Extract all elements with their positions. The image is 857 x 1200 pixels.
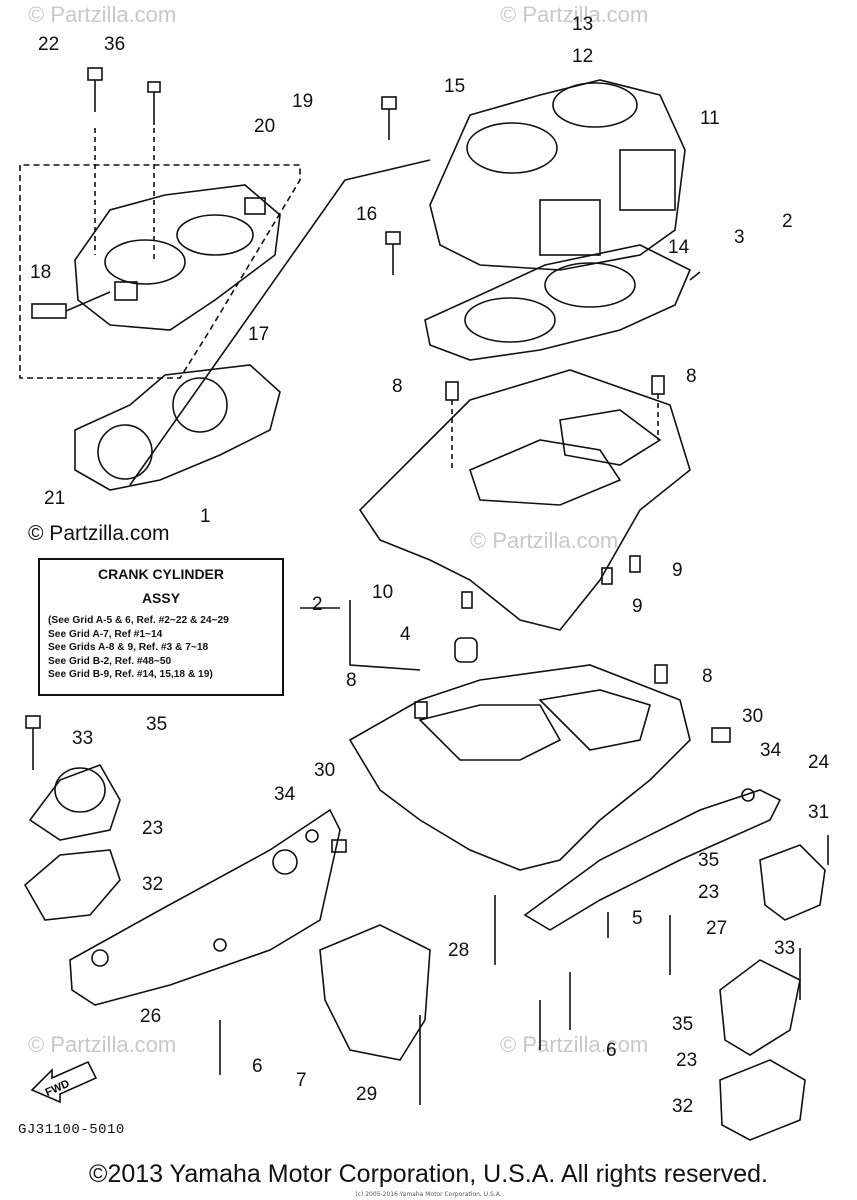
watermark-group: © Partzilla.com © Partzilla.com © Partzi…: [28, 2, 648, 1057]
callout-13: 13: [572, 14, 593, 35]
fwd-label: FWD: [44, 1078, 72, 1099]
callout-2: 2: [782, 211, 793, 232]
callout-22: 22: [38, 34, 59, 55]
callout-5: 28: [448, 940, 469, 961]
upper-crankcase: [358, 369, 691, 631]
assembly-title: CRANK CYLINDER: [98, 566, 224, 582]
fwd-arrow: [30, 1060, 98, 1104]
callout-32: 32: [142, 874, 163, 895]
copyright-footer: ©2013 Yamaha Motor Corporation, U.S.A. A…: [89, 1160, 768, 1188]
callout-23: 23: [676, 1050, 697, 1071]
assembly-note: (See Grid A-5 & 6, Ref. #2~22 & 24~29: [48, 615, 229, 626]
callout-8: 8: [686, 366, 697, 387]
head-frame-dashed: [19, 164, 301, 379]
callout-20: 20: [254, 116, 275, 137]
callout-26: 6: [252, 1056, 263, 1077]
callout-34: 34: [274, 784, 296, 805]
callout-34: 34: [760, 740, 782, 761]
assembly-notes: (See Grid A-5 & 6, Ref. #2~22 & 24~29 Se…: [48, 614, 282, 682]
callout-14: 14: [668, 237, 690, 258]
callout-27: 5: [632, 908, 643, 929]
callout-30: 30: [742, 706, 763, 727]
assembly-note: See Grid B-2, Ref. #48~50: [48, 655, 172, 667]
callout-12: 12: [572, 46, 593, 67]
callout-7: 29: [356, 1084, 377, 1105]
callout-33: 33: [774, 938, 795, 959]
assembly-note: See Grid B-9, Ref. #14, 15,18 & 19): [48, 669, 213, 680]
callout-1: 1: [200, 506, 211, 527]
callout-4: 4: [400, 624, 411, 645]
diagram-code: GJ31100-5010: [18, 1122, 125, 1138]
assembly-note: See Grids A-8 & 9, Ref. #3 & 7~18: [48, 642, 209, 653]
callout-24: 24: [808, 752, 830, 773]
tiny-credit: (c) 2005-2016 Yamaha Motor Corporation, …: [355, 1191, 502, 1198]
cylinder-gasket-14: [424, 244, 692, 361]
callout-10: 10: [372, 582, 393, 603]
callout-32: 32: [672, 1096, 693, 1117]
watermark: © Partzilla.com: [28, 1032, 176, 1057]
callout-33: 33: [72, 728, 93, 749]
assembly-subtitle: ASSY: [141, 590, 181, 606]
bracket-6: [319, 924, 431, 1061]
callout-9: 9: [672, 560, 683, 581]
callout-18: 18: [30, 262, 51, 283]
callout-19: 19: [292, 91, 313, 112]
callout-25: 26: [140, 1006, 161, 1027]
watermark: © Partzilla.com: [28, 2, 176, 27]
callout-6: 7: [296, 1070, 307, 1091]
callout-36: 36: [104, 34, 125, 55]
callout-28: 27: [706, 918, 727, 939]
drawing-lines: [19, 67, 829, 1141]
engine-mount-24: [523, 789, 782, 931]
assembly-note-box: CRANK CYLINDER ASSY (See Grid A-5 & 6, R…: [38, 558, 284, 696]
callout-35: 35: [698, 850, 719, 871]
callout-35: 35: [672, 1014, 693, 1035]
bolt-18: [31, 303, 67, 319]
assembly-note: See Grid A-7, Ref #1~14: [48, 628, 163, 640]
mount-23-right: [759, 844, 826, 921]
lower-crankcase: [348, 664, 691, 871]
callout-8: 8: [392, 376, 403, 397]
head-gasket-21: [74, 364, 281, 491]
cylinder-head-17: [74, 184, 281, 331]
plate-32-right: [719, 1059, 806, 1141]
mount-23-left: [28, 764, 121, 841]
callout-16: 16: [356, 204, 377, 225]
callout-8: 8: [346, 670, 357, 691]
callout-26: 6: [606, 1040, 617, 1061]
callout-labels: 22 36 13 12 15 11 19 20 16 3 2 18 14 17 …: [30, 14, 830, 1117]
callout-30: 30: [314, 760, 335, 781]
callout-23: 23: [698, 882, 719, 903]
callout-15: 15: [444, 76, 465, 97]
callout-8: 8: [702, 666, 713, 687]
callout-21: 21: [44, 488, 65, 509]
partzilla-watermark: © Partzilla.com: [28, 522, 170, 545]
cylinder-11: [429, 79, 686, 271]
watermark: © Partzilla.com: [500, 2, 648, 27]
watermark: © Partzilla.com: [500, 1032, 648, 1057]
callout-23: 23: [142, 818, 163, 839]
callout-2: 2: [312, 594, 323, 615]
plate-32-left: [23, 849, 121, 921]
callout-31: 31: [808, 802, 829, 823]
engine-mount-25: [69, 808, 341, 1006]
callout-35: 35: [146, 714, 167, 735]
mount-23-right-lower: [719, 959, 801, 1056]
callout-3: 3: [734, 227, 745, 248]
watermark: © Partzilla.com: [470, 528, 618, 553]
callout-11: 11: [700, 108, 720, 129]
callout-17: 17: [248, 324, 269, 345]
callout-9: 9: [632, 596, 643, 617]
